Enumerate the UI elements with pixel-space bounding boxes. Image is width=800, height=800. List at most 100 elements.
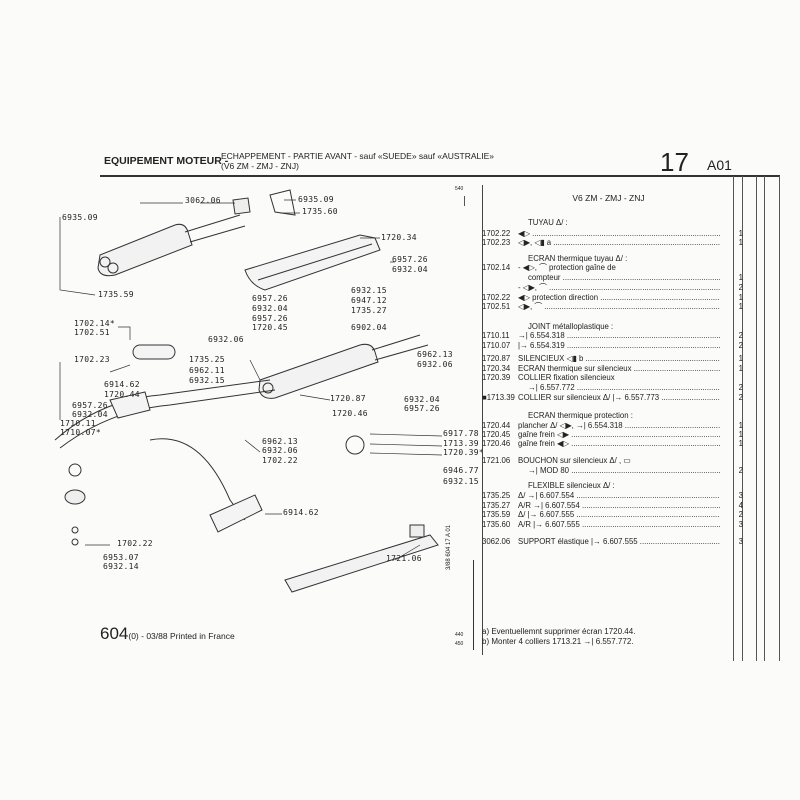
part-callout: 1702.22 — [117, 539, 153, 548]
plate-1720-44 — [109, 391, 151, 419]
part-code: 1735.27 — [482, 501, 511, 510]
part-callout: 6932.15 — [351, 286, 387, 295]
part-description: JOINT métalloplastique : — [528, 322, 614, 331]
part-callout: 6932.04 — [392, 265, 428, 274]
part-callout: 1702.22 — [262, 456, 298, 465]
part-callout: 1721.06 — [386, 554, 422, 563]
part-description: →| 6.554.318 — [518, 331, 720, 341]
part-code: 1710.07 — [482, 341, 511, 350]
quantity: 1 — [738, 238, 743, 247]
lower-shield — [209, 494, 263, 533]
part-description: ECRAN thermique tuyau Δ/ : — [528, 254, 628, 263]
leader-lines — [59, 199, 443, 561]
margin-code: 540 — [455, 186, 464, 192]
part-callout: 6957.26 — [72, 401, 108, 410]
part-callout: 6957.26 — [404, 404, 440, 413]
part-callout: 1720.45 — [252, 323, 288, 332]
page-code: A01 — [707, 157, 732, 173]
part-description: - ◀▷, ⌒ protection gaîne de — [518, 263, 616, 272]
parts-table: V6 ZM - ZMJ - ZNJ TUYAU Δ/ :1702.22◀▷117… — [482, 185, 743, 655]
quantity: 1 — [738, 273, 743, 282]
table-row: 1735.27A/R →| 6.607.5544 — [482, 501, 743, 511]
part-description: plancher Δ/ ◁▶, →| 6.554.318 — [518, 421, 720, 431]
part-callout: 1702.51 — [74, 328, 110, 337]
quantity: 1 — [738, 430, 743, 439]
part-description: - ◁▶, ⌒ — [518, 283, 720, 293]
table-row: TUYAU Δ/ : — [483, 218, 734, 228]
table-row: 1710.11→| 6.554.3182 — [482, 331, 743, 341]
part-callout: 6932.14 — [103, 562, 139, 571]
part-callout: 1702.14* — [74, 319, 115, 328]
footer-text: (0) - 03/88 Printed in France — [128, 631, 235, 641]
section-title: EQUIPEMENT MOTEUR - — [104, 155, 229, 167]
table-row: 1702.51◁▶, ⌒1 — [482, 302, 743, 312]
quantity: 2 — [738, 283, 743, 292]
part-description: Δ/ |→ 6.607.555 — [518, 510, 720, 520]
part-code: 1721.06 — [482, 456, 511, 465]
part-callout: 1735.59 — [98, 290, 134, 299]
part-description: ◀▷ protection direction — [518, 293, 720, 303]
subtitle-line-2: (V6 ZM - ZMJ - ZNJ) — [221, 161, 299, 171]
part-description: ◀▷ — [518, 229, 720, 239]
part-code: 1735.25 — [482, 491, 511, 500]
part-callout: 6932.06 — [417, 360, 453, 369]
part-description: BOUCHON sur silencieux Δ/ , ▭ — [518, 456, 631, 465]
table-row: 1735.25Δ/ →| 6.607.5543 — [482, 491, 743, 501]
table-row: ECRAN thermique protection : — [483, 411, 734, 421]
part-callout: 1720.34 — [381, 233, 417, 242]
part-description: A/R →| 6.607.554 — [518, 501, 720, 511]
part-callout: 6917.78 — [443, 429, 479, 438]
part-callout: 6932.06 — [262, 446, 298, 455]
part-code: 1720.45 — [482, 430, 511, 439]
tail-pipe-silencer — [284, 524, 439, 593]
part-code: 1702.23 — [482, 238, 511, 247]
table-column-line — [742, 176, 744, 661]
footer-model: 604 — [100, 624, 129, 643]
part-description: TUYAU Δ/ : — [528, 218, 568, 227]
part-callout: 6932.15 — [189, 376, 225, 385]
quantity: 1 — [738, 354, 743, 363]
table-column-line — [764, 176, 766, 661]
part-callout: 1720.46 — [332, 409, 368, 418]
part-code: 1735.60 — [482, 520, 511, 529]
quantity: 1 — [738, 302, 743, 311]
margin-code: 440 — [455, 632, 464, 638]
quantity: 1 — [738, 421, 743, 430]
quantity: 2 — [738, 510, 743, 519]
quantity: 3 — [738, 520, 743, 529]
table-row: - ◁▶, ⌒ 2 — [483, 283, 743, 293]
part-callout: 1720.87 — [330, 394, 366, 403]
part-description: gaîne frein ◁▶ — [518, 430, 720, 440]
quantity: 2 — [738, 383, 743, 392]
part-code: 1702.22 — [482, 293, 511, 302]
part-callout: 1720.44 — [104, 390, 140, 399]
part-callout: 1713.39 — [443, 439, 479, 448]
subtitle-line-1: ECHAPPEMENT - PARTIE AVANT - sauf «SUEDE… — [221, 151, 495, 161]
table-row: ECRAN thermique tuyau Δ/ : — [483, 254, 734, 264]
part-code: ■1713.39 — [482, 393, 515, 402]
quantity: 1 — [738, 293, 743, 302]
note-a: a) Eventuellemnt supprimer écran 1720.44… — [482, 627, 636, 636]
table-row: 1721.06 BOUCHON sur silencieux Δ/ , ▭ — [482, 456, 734, 466]
part-description: SUPPORT élastique |→ 6.607.555 — [518, 537, 720, 547]
table-column-line — [733, 176, 735, 661]
part-code: 1720.39 — [482, 373, 511, 382]
part-callout: 6914.62 — [104, 380, 140, 389]
page-number: 17 — [660, 147, 689, 177]
margin-vertical-code: 3/88 604 17 A 01 — [446, 524, 452, 570]
table-row: 1710.07|→ 6.554.3192 — [482, 341, 743, 351]
front-silencer — [258, 334, 429, 399]
part-callout: 6914.62 — [283, 508, 319, 517]
quantity: 2 — [738, 341, 743, 350]
clamp-1713-39 — [345, 435, 365, 455]
margin-rule — [473, 560, 474, 650]
part-code: 1720.34 — [482, 364, 511, 373]
quantity: 1 — [738, 439, 743, 448]
part-callout: 6962.11 — [189, 366, 225, 375]
part-callout: 6935.09 — [298, 195, 334, 204]
part-callout: 6962.13 — [417, 350, 453, 359]
